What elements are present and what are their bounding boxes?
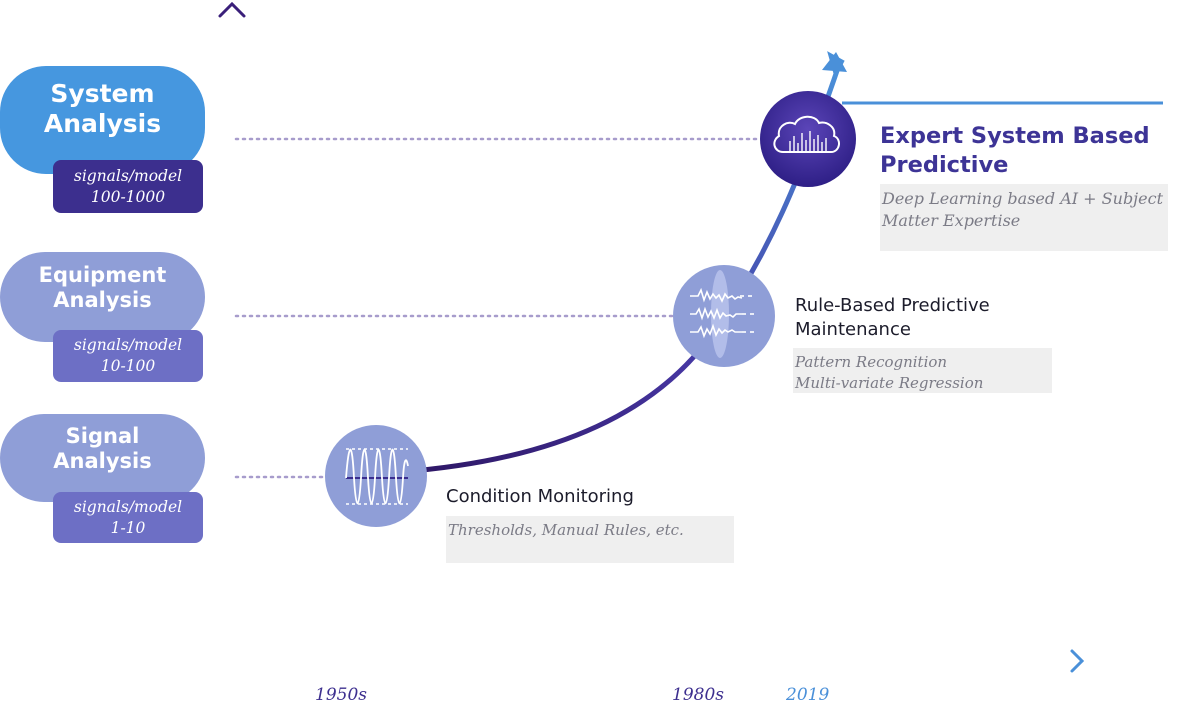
x-axis: [231, 649, 1085, 673]
level-name-line: Signal: [65, 423, 140, 448]
level-name-line: Analysis: [53, 288, 152, 312]
level-pill-signal: Signal Analysis: [0, 414, 205, 502]
tag-line: 10-100: [100, 357, 156, 375]
tag-line: signals/model: [73, 166, 183, 185]
level-name-line: System: [50, 79, 155, 108]
title-line: Expert System Based: [880, 123, 1150, 149]
tag-line: signals/model: [73, 336, 183, 355]
level-name-line: Analysis: [43, 109, 162, 138]
signals-tag-signal: signals/model 1-10: [53, 492, 203, 543]
x-axis-label-1980s: 1980s: [672, 685, 724, 705]
title-line: Rule-Based Predictive: [795, 295, 990, 316]
level-pill-system: System Analysis: [0, 66, 205, 174]
x-axis-label-1950s: 1950s: [315, 685, 367, 705]
tag-line: 1-10: [110, 518, 146, 537]
y-axis: [218, 1, 246, 662]
desc-line: Matter Expertise: [882, 211, 1021, 231]
multi-waveform-icon: [673, 265, 775, 367]
x-axis-label-2019: 2019: [786, 685, 830, 705]
signals-tag-equipment: signals/model 10-100: [53, 330, 203, 382]
level-name-line: Equipment: [38, 262, 167, 287]
signals-tag-system: signals/model 100-1000: [53, 160, 203, 213]
desc-line: Multi-variate Regression: [795, 373, 984, 392]
milestone-desc-rule: Pattern Recognition Multi-variate Regres…: [793, 348, 1052, 393]
tag-line: signals/model: [73, 497, 183, 516]
threshold-waveform-icon: [325, 425, 427, 527]
desc-line: Thresholds, Manual Rules, etc.: [448, 521, 684, 539]
title-line: Maintenance: [795, 319, 911, 341]
desc-line: Deep Learning based AI + Subject: [882, 189, 1163, 208]
milestone-desc-condition: Thresholds, Manual Rules, etc.: [446, 516, 734, 563]
cloud-factory-icon: [760, 91, 856, 187]
desc-line: Pattern Recognition: [795, 353, 948, 371]
level-pill-equipment: Equipment Analysis: [0, 252, 205, 342]
tag-line: 100-1000: [90, 187, 166, 206]
level-name-line: Analysis: [53, 449, 152, 473]
growth-arrow-tip: [822, 52, 847, 72]
milestone-title-rule: Rule-Based Predictive Maintenance: [795, 294, 990, 343]
milestone-title-condition: Condition Monitoring: [446, 485, 634, 509]
milestone-desc-expert: Deep Learning based AI + Subject Matter …: [880, 184, 1168, 251]
title-line: Condition Monitoring: [446, 486, 634, 507]
